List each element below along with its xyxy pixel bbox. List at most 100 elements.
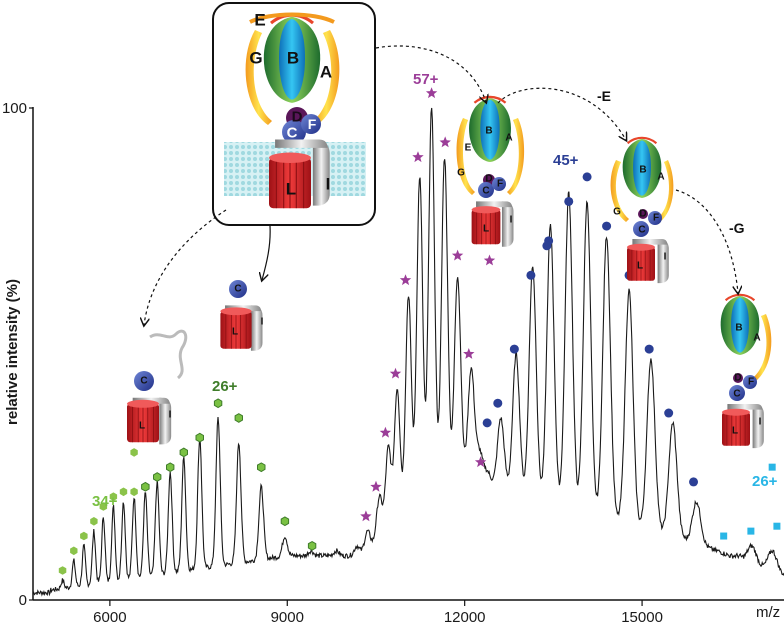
c1-label-F: F <box>497 179 503 190</box>
marker-circle <box>526 270 536 280</box>
marker-hexagon-outline <box>234 413 243 423</box>
s2-label-L: L <box>139 421 145 432</box>
marker-hexagon-outline <box>141 481 150 492</box>
label-E: E <box>254 11 265 30</box>
subcomplex-tail-icon: C L I <box>126 329 188 445</box>
marker-square <box>720 532 728 540</box>
s1-label-L: L <box>232 327 238 338</box>
marker-hexagon <box>109 492 118 501</box>
x-axis-title: m/z <box>756 604 780 621</box>
c1-label-L: L <box>483 224 489 235</box>
marker-hexagon-outline <box>153 472 162 482</box>
marker-circle <box>542 241 552 251</box>
charge-label-57: 57+ <box>413 71 439 88</box>
c2-label-I: I <box>664 252 667 263</box>
label-B: B <box>287 49 299 68</box>
marker-circle <box>664 408 674 418</box>
marker-hexagon-outline <box>179 447 188 458</box>
c3-label-D: D <box>734 373 741 384</box>
y-tick-label: 0 <box>19 592 27 609</box>
marker-circle <box>482 418 492 428</box>
subcomplex-cli-icon: C L I <box>220 280 264 351</box>
marker-star <box>389 367 402 379</box>
marker-hexagon <box>58 566 67 575</box>
s2-label-C: C <box>140 376 147 387</box>
c2-label-C: C <box>638 225 645 236</box>
x-tick-group: 6000 9000 12000 15000 <box>93 600 663 626</box>
marker-square <box>773 522 781 530</box>
marker-circle <box>564 196 574 206</box>
loss-label-E: -E <box>597 88 611 104</box>
marker-hexagon-outline <box>213 398 223 409</box>
marker-star <box>360 510 372 522</box>
marker-hexagon <box>90 517 98 526</box>
complex-57-icon: B A E G D F C L I <box>456 95 525 247</box>
marker-star <box>451 249 464 261</box>
c1-label-C: C <box>482 186 489 197</box>
c1-label-A: A <box>505 133 512 144</box>
c2-label-D: D <box>639 209 646 220</box>
c1-label-I: I <box>510 215 513 226</box>
label-F: F <box>308 116 317 132</box>
charge-label-26-subcomplex: 26+ <box>212 378 238 395</box>
s2-label-I: I <box>169 410 172 421</box>
x-tick-label: 9000 <box>271 609 304 626</box>
c2-label-B: B <box>639 165 646 176</box>
x-tick-label: 6000 <box>93 609 126 626</box>
y-tick-group: 0 100 <box>2 100 33 609</box>
x-tick-label: 15000 <box>621 609 663 626</box>
marker-hexagon <box>130 448 138 457</box>
marker-hexagon-outline <box>280 516 290 527</box>
c2-label-A: A <box>657 172 664 183</box>
c2-label-G: G <box>613 207 621 218</box>
dissociation-arrows <box>144 45 738 325</box>
marker-circle <box>689 477 699 487</box>
marker-square <box>747 527 755 535</box>
label-A: A <box>320 63 332 82</box>
loss-label-G: -G <box>729 220 745 236</box>
label-I: I <box>326 175 331 194</box>
c1-label-G: G <box>457 168 465 179</box>
y-tick-label: 100 <box>2 100 27 117</box>
c1-label-D: D <box>485 174 492 185</box>
c3-label-A: A <box>753 333 760 344</box>
label-L: L <box>286 180 296 199</box>
marker-star <box>483 254 496 266</box>
marker-star <box>463 348 475 359</box>
marker-star <box>474 456 487 468</box>
c3-label-C: C <box>733 389 740 400</box>
marker-star <box>399 274 412 286</box>
marker-square <box>768 463 776 471</box>
x-tick-label: 12000 <box>444 609 486 626</box>
charge-label-34: 34+ <box>92 493 118 510</box>
label-G: G <box>249 49 262 68</box>
marker-circle <box>582 172 592 182</box>
spectrum-line <box>32 107 784 597</box>
c3-label-F: F <box>748 377 754 388</box>
marker-star <box>439 136 451 148</box>
label-D: D <box>292 109 303 126</box>
marker-star <box>379 426 392 438</box>
marker-hexagon-outline <box>166 462 175 473</box>
marker-star <box>370 480 382 492</box>
marker-circle <box>493 398 503 408</box>
marker-hexagon <box>130 487 138 497</box>
marker-star <box>425 87 438 99</box>
charge-series-markers <box>58 87 781 575</box>
intact-complex-inset: E B G A D F C L I <box>212 2 376 226</box>
complex-45-icon: B A G D F C L I <box>610 136 674 284</box>
s1-label-C: C <box>234 284 241 295</box>
marker-circle <box>602 221 612 231</box>
c3-label-B: B <box>735 323 742 334</box>
complex-26-icon: B A D F C L I <box>719 293 772 449</box>
marker-hexagon <box>80 531 88 541</box>
c1-label-E: E <box>465 143 472 154</box>
marker-hexagon <box>70 546 78 556</box>
marker-hexagon <box>99 502 108 511</box>
label-C: C <box>287 125 298 142</box>
marker-hexagon-outline <box>257 462 266 473</box>
marker-star <box>412 151 424 163</box>
charge-label-26-complex: 26+ <box>752 473 778 490</box>
c3-label-I: I <box>759 417 762 428</box>
